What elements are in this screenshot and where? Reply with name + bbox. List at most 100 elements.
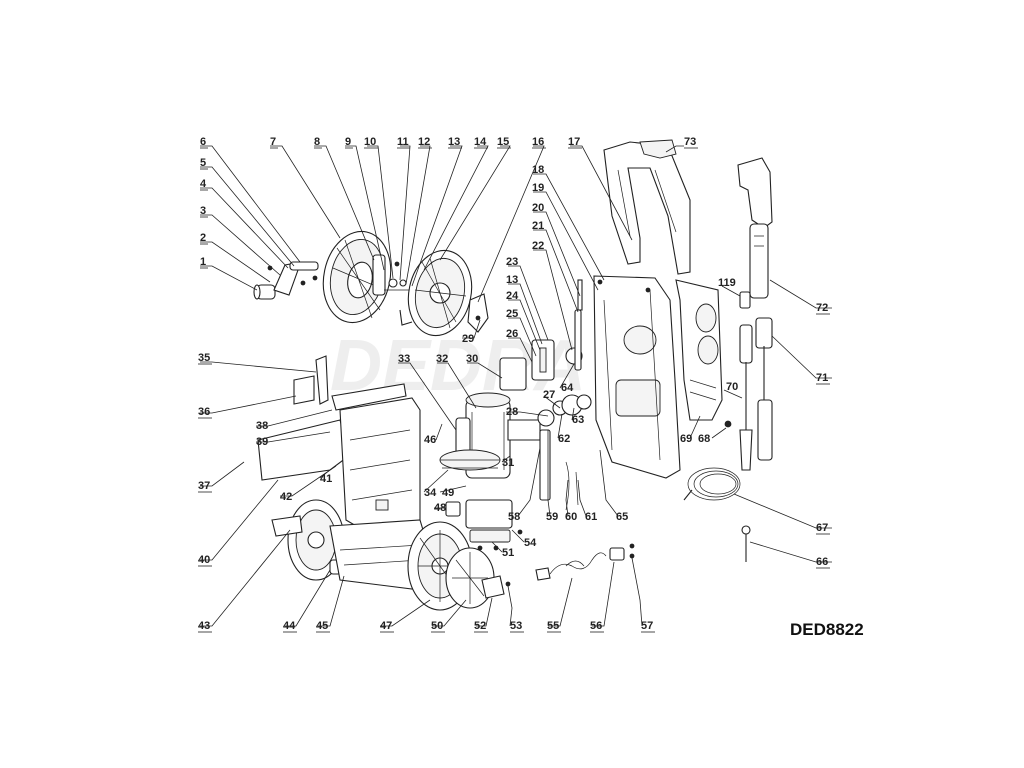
callout-65: 65 <box>616 511 628 523</box>
callout-35: 35 <box>198 352 210 364</box>
callout-28: 28 <box>506 406 518 418</box>
callout-2: 2 <box>200 232 206 244</box>
callout-38: 38 <box>256 420 268 432</box>
callout-46: 46 <box>424 434 436 446</box>
callout-6: 6 <box>200 136 206 148</box>
part-hubcap <box>445 547 495 609</box>
callout-52: 52 <box>474 620 486 632</box>
callout-4: 4 <box>200 178 207 190</box>
callout-5: 5 <box>200 157 206 169</box>
part-clip <box>481 575 511 599</box>
callout-7: 7 <box>270 136 276 148</box>
callout-73: 73 <box>684 136 696 148</box>
part-side-cover <box>675 279 723 421</box>
part-cleaning-needle <box>741 525 751 562</box>
callout-54: 54 <box>524 537 537 549</box>
callout-40: 40 <box>198 554 210 566</box>
callout-68: 68 <box>698 433 710 445</box>
callout-underlines <box>198 147 830 633</box>
callout-29: 29 <box>462 333 474 345</box>
parts-artwork <box>253 139 773 611</box>
callout-37: 37 <box>198 480 210 492</box>
part-screw-68 <box>724 420 732 428</box>
callout-3: 3 <box>200 205 206 217</box>
callout-44: 44 <box>283 620 296 632</box>
callout-20: 20 <box>532 202 544 214</box>
callout-49: 49 <box>442 487 454 499</box>
callout-51: 51 <box>502 547 514 559</box>
callout-45: 45 <box>316 620 328 632</box>
callout-23: 23 <box>506 256 518 268</box>
callout-22: 22 <box>532 240 544 252</box>
callout-15: 15 <box>497 136 509 148</box>
callout-70: 70 <box>726 381 738 393</box>
callout-59: 59 <box>546 511 558 523</box>
part-hose-reel-drum <box>322 230 392 324</box>
callout-42: 42 <box>280 491 292 503</box>
callout-9: 9 <box>345 136 351 148</box>
part-bracket <box>467 293 489 333</box>
part-inlet-parts <box>537 409 579 511</box>
callout-55: 55 <box>547 620 559 632</box>
callout-60: 60 <box>565 511 577 523</box>
callout-56: 56 <box>590 620 602 632</box>
part-rear-housing <box>593 275 681 479</box>
callout-13-top: 13 <box>448 136 460 148</box>
part-handle <box>603 139 691 275</box>
part-cord-clamp <box>609 543 635 561</box>
callout-39: 39 <box>256 436 268 448</box>
part-hose-reel-front <box>399 249 473 337</box>
callout-19: 19 <box>532 182 544 194</box>
callout-13-mid: 13 <box>506 274 518 286</box>
part-valve-block <box>445 499 523 551</box>
callout-17: 17 <box>568 136 580 148</box>
part-nozzle-small <box>739 291 751 309</box>
callout-71: 71 <box>816 372 828 384</box>
callout-12: 12 <box>418 136 430 148</box>
callout-34: 34 <box>424 487 437 499</box>
callout-11: 11 <box>397 136 409 148</box>
callout-63: 63 <box>572 414 584 426</box>
callout-66: 66 <box>816 556 828 568</box>
part-hose-crank <box>253 261 319 300</box>
callout-41: 41 <box>320 473 332 485</box>
callout-48: 48 <box>434 502 446 514</box>
callout-33: 33 <box>398 353 410 365</box>
callout-30: 30 <box>466 353 478 365</box>
part-left-wheel <box>271 499 345 581</box>
callout-47: 47 <box>380 620 392 632</box>
callout-64: 64 <box>561 382 574 394</box>
part-power-cord <box>535 552 607 581</box>
callout-31: 31 <box>502 457 514 469</box>
callout-58: 58 <box>508 511 520 523</box>
part-high-pressure-hose <box>683 467 741 501</box>
model-code: DED8822 <box>790 620 864 639</box>
callout-26: 26 <box>506 328 518 340</box>
callout-57: 57 <box>641 620 653 632</box>
callout-25: 25 <box>506 308 518 320</box>
callout-69: 69 <box>680 433 692 445</box>
callout-62: 62 <box>558 433 570 445</box>
callout-18: 18 <box>532 164 544 176</box>
callout-43: 43 <box>198 620 210 632</box>
part-lance <box>739 317 773 471</box>
part-motor-pump <box>439 392 541 479</box>
callout-14: 14 <box>474 136 487 148</box>
callout-8: 8 <box>314 136 320 148</box>
leader-lines <box>200 145 832 627</box>
callout-24: 24 <box>506 290 519 302</box>
callout-61: 61 <box>585 511 597 523</box>
callout-67: 67 <box>816 522 828 534</box>
callout-1: 1 <box>200 256 206 268</box>
callout-16: 16 <box>532 136 544 148</box>
callout-50: 50 <box>431 620 443 632</box>
callout-72: 72 <box>816 302 828 314</box>
callout-119: 119 <box>718 277 736 289</box>
callout-36: 36 <box>198 406 210 418</box>
part-spray-gun <box>737 157 773 299</box>
callout-53: 53 <box>510 620 522 632</box>
callout-21: 21 <box>532 220 544 232</box>
part-main-frame <box>257 355 421 541</box>
callout-27: 27 <box>543 389 555 401</box>
